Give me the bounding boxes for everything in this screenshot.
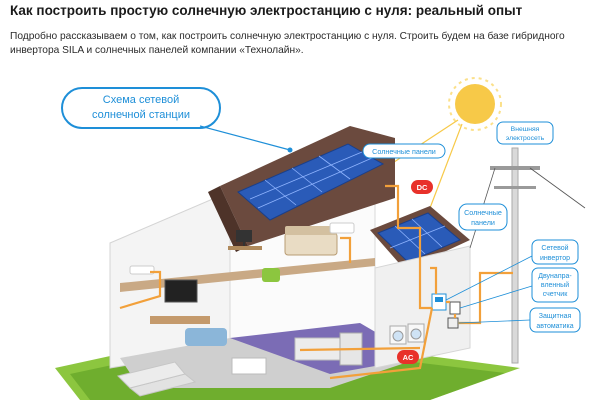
- scheme-label-line1: Схема сетевой: [103, 94, 179, 106]
- living-room: [129, 265, 227, 346]
- solar-panels-top-callout: Солнечные панели: [362, 143, 446, 159]
- article-title: Как построить простую солнечную электрос…: [10, 3, 523, 18]
- air-conditioner-icon: [329, 222, 355, 234]
- protective-automation-callout: Защитная автоматика: [457, 307, 581, 333]
- meter-device: [449, 301, 461, 315]
- grid-inverter-callout: Сетевой инвертор: [445, 239, 579, 301]
- bidirectional-meter-line2: вленный: [541, 281, 569, 289]
- bedroom: [284, 222, 355, 256]
- desk-with-monitor: [228, 230, 262, 250]
- external-power-line2: электросеть: [506, 135, 545, 142]
- inverter-device: [431, 293, 447, 311]
- ac-badge: AC: [397, 350, 419, 364]
- protective-automation-line2: автоматика: [536, 323, 573, 330]
- diagram-svg: DC AC Схема сетевой солнечной станции Со…: [0, 68, 600, 400]
- power-wires: [119, 184, 513, 380]
- solar-panels-mid-line2: панели: [471, 218, 495, 227]
- solar-panels-mid-callout: Солнечные панели: [458, 203, 508, 231]
- breaker-device: [447, 317, 459, 329]
- entrance-stairs: [117, 361, 197, 397]
- bidirectional-meter-line3: счетчик: [543, 291, 568, 298]
- scheme-label-line2: солнечной станции: [92, 109, 190, 121]
- bidirectional-meter-callout: Двунапра- вленный счетчик: [459, 267, 579, 309]
- grid-inverter-line2: инвертор: [540, 255, 570, 262]
- main-solar-panels: [237, 143, 385, 221]
- article-lead: Подробно рассказываем о том, как построи…: [10, 31, 565, 56]
- solar-panels-mid-line1: Солнечные: [464, 208, 502, 217]
- grid-inverter-line1: Сетевой: [541, 244, 568, 252]
- solar-panels-top-label: Солнечные панели: [372, 147, 436, 156]
- protective-automation-line1: Защитная: [539, 313, 572, 320]
- dc-badge: DC: [411, 180, 433, 194]
- living-ac-icon: [129, 265, 155, 275]
- external-power-line1: Внешняя: [511, 126, 540, 133]
- laundry: [389, 323, 425, 345]
- external-grid-callout: Внешняя электросеть: [496, 121, 554, 145]
- solar-station-diagram: DC AC Схема сетевой солнечной станции Со…: [0, 68, 600, 400]
- ac-badge-text: AC: [403, 353, 414, 362]
- dc-badge-text: DC: [417, 183, 428, 192]
- sun-icon: [448, 77, 502, 131]
- scheme-callout: Схема сетевой солнечной станции: [61, 87, 293, 153]
- bidirectional-meter-line1: Двунапра-: [538, 273, 572, 280]
- kitchen: [231, 332, 363, 375]
- armchair: [262, 268, 280, 282]
